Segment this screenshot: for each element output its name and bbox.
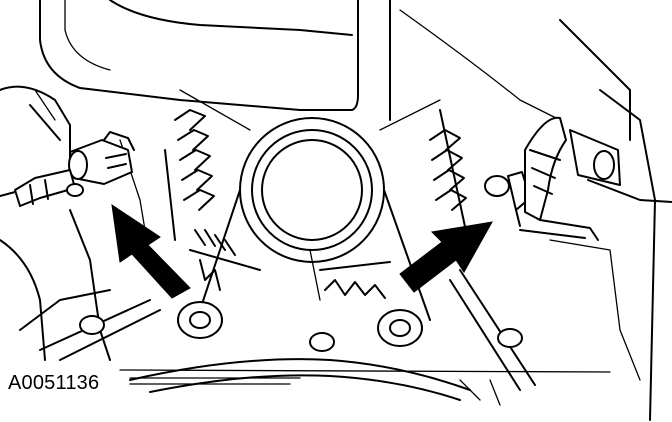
left-sensor: [0, 131, 135, 207]
right-indicator-arrow: [399, 221, 493, 293]
upper-housing: [39, 0, 631, 141]
central-pulley: [179, 89, 441, 321]
right-sensor: [507, 116, 672, 241]
lower-housing: [119, 89, 656, 421]
left-indicator-arrow: [111, 203, 191, 299]
reference-leader-lines: [129, 377, 301, 385]
mounting-bolts: [79, 175, 523, 352]
cooling-fins-left: [174, 109, 261, 291]
figure-reference-code: A0051136: [8, 372, 100, 394]
